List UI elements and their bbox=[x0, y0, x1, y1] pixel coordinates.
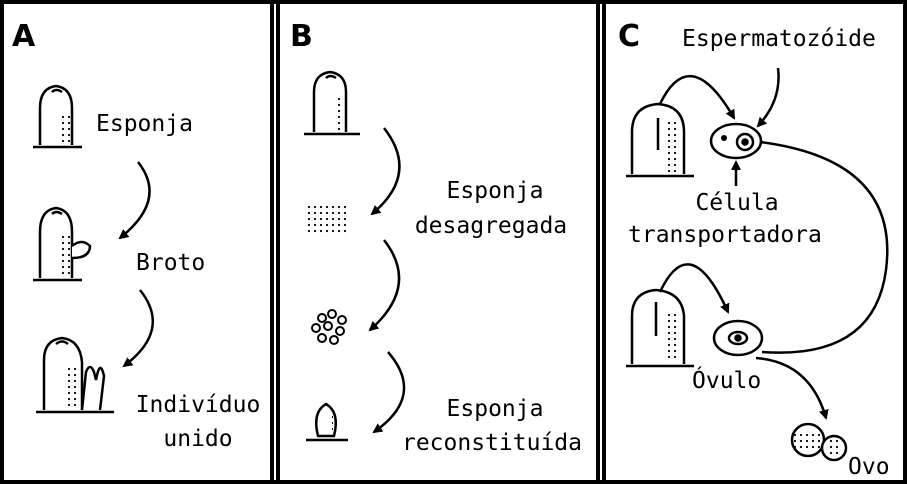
label-broto: Broto bbox=[136, 250, 206, 276]
label-unido: unido bbox=[163, 426, 233, 452]
panel-c-ovule-shape bbox=[712, 319, 764, 357]
panel-a-arrows bbox=[118, 161, 154, 368]
panel-a-united-individual-shape bbox=[36, 336, 114, 414]
label-reconstituida: reconstituída bbox=[401, 430, 582, 456]
panel-b-disaggregated-cells bbox=[306, 202, 350, 236]
panel-b-arrows bbox=[368, 127, 406, 434]
panel-b-letter: B bbox=[290, 19, 313, 54]
panel-a-letter: A bbox=[12, 19, 36, 54]
label-ovulo: Óvulo bbox=[692, 368, 762, 394]
panel-c-carrier-cell-shape bbox=[709, 122, 763, 160]
panel-a-sponge-shape bbox=[33, 84, 82, 149]
label-desagregada: desagregada bbox=[414, 213, 568, 239]
panel-b-aggregated-cells bbox=[311, 309, 347, 345]
panel-a-bud-shape bbox=[33, 206, 92, 282]
panel-b-reconstituted-sponge-shape bbox=[306, 402, 348, 442]
panel-c-egg-shape bbox=[790, 422, 848, 462]
label-esponja-b2: Esponja bbox=[446, 396, 544, 422]
label-esponja-b1: Esponja bbox=[446, 178, 544, 204]
label-individuo: Indivíduo bbox=[135, 392, 261, 418]
panel-c-female-sponge-shape bbox=[626, 288, 694, 368]
panel-c-letter: C bbox=[618, 19, 641, 54]
panel-c-arrows bbox=[658, 67, 889, 420]
label-espermatozoide: Espermatozóide bbox=[682, 26, 876, 52]
label-esponja-a: Esponja bbox=[96, 111, 193, 137]
label-celula: Célula bbox=[695, 190, 779, 216]
label-ovo: Ovo bbox=[848, 454, 890, 480]
panel-c-male-sponge-shape bbox=[626, 102, 694, 178]
label-transportadora: transportadora bbox=[628, 222, 822, 248]
panel-b-sponge-shape bbox=[304, 70, 360, 136]
